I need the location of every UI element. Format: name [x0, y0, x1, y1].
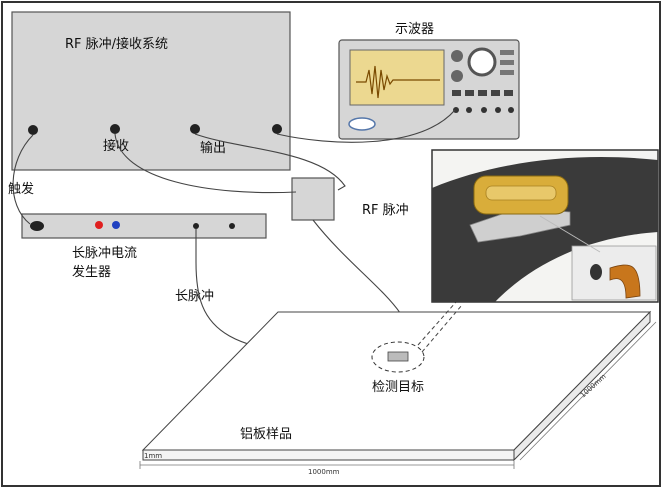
- waveform-icon: [356, 65, 440, 99]
- scope-screen: [349, 49, 445, 106]
- oscilloscope-label: 示波器: [395, 22, 434, 37]
- oscilloscope: 示波器: [338, 22, 520, 140]
- sensor-inset: [431, 149, 659, 303]
- trigger-port: [28, 125, 38, 135]
- scope-main-dial: [467, 47, 497, 77]
- output-label: 输出: [200, 140, 226, 156]
- thickness-label: 1mm: [144, 452, 162, 460]
- red-knob: [95, 221, 103, 229]
- long-pulse-label: 长脉冲: [175, 289, 214, 304]
- scope-port: [272, 124, 282, 134]
- probe-icon: [387, 351, 409, 362]
- detection-target: 检测目标: [371, 301, 463, 395]
- pulse-generator: 长脉冲电流 发生器: [21, 213, 267, 280]
- target-label: 检测目标: [372, 380, 424, 395]
- rf-pulse-label: RF 脉冲: [362, 203, 409, 218]
- output-port: [190, 124, 200, 134]
- rf-system-box: RF 脉冲/接收系统 接收 输出: [11, 11, 291, 171]
- generator-label-line1: 长脉冲电流: [72, 246, 137, 261]
- receive-label: 接收: [103, 138, 129, 154]
- blue-knob: [112, 221, 120, 229]
- generator-label-line2: 发生器: [72, 264, 111, 280]
- plate-label: 铝板样品: [240, 427, 292, 442]
- rf-system-label: RF 脉冲/接收系统: [65, 36, 168, 52]
- scope-power-button: [348, 117, 376, 131]
- aluminum-plate: 1mm 1000mm 1000mm 铝板样品: [139, 310, 657, 476]
- trigger-label: 触发: [8, 181, 34, 197]
- receive-port: [110, 124, 120, 134]
- rf-pulse-box: RF 脉冲: [291, 177, 409, 221]
- width-label: 1000mm: [308, 468, 340, 476]
